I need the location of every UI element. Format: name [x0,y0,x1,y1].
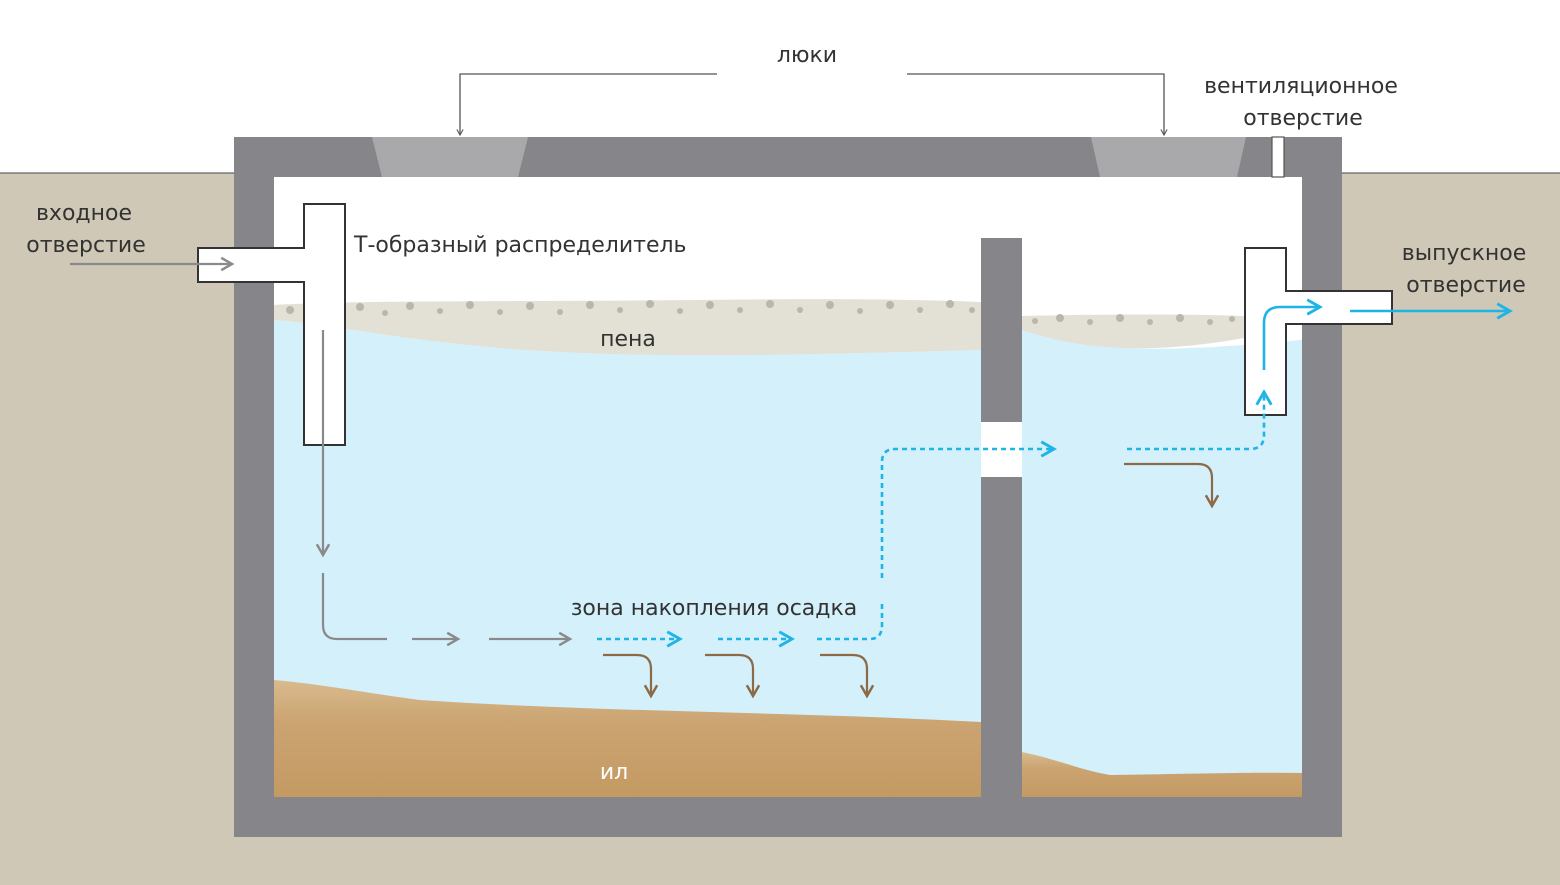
water-second-chamber [1022,330,1302,797]
vent-pipe [1271,136,1285,178]
vent-label-line2: отверстие [1243,106,1363,131]
hatches-callout-left [456,73,717,137]
settling-zone-label: зона накопления осадка [571,596,858,621]
outlet-label-line2: отверстие [1406,273,1526,298]
water-main-chamber [274,320,981,797]
baffle-wall-lower [981,477,1022,797]
bottom-flow-gray-1 [321,573,387,641]
right-hatch [1091,137,1246,177]
settle-arrow-3 [820,653,875,699]
sludge-main [274,680,981,797]
foam-label: пена [600,327,656,352]
blue-flow-to-outlet [1127,389,1273,451]
foam-bubbles [286,300,1235,325]
outlet-inner-flow [1262,298,1323,370]
inlet-t-pipe [197,203,346,446]
blue-flow-through-baffle [880,440,1057,578]
outlet-t-pipe [1244,247,1393,416]
settle-arrow-2 [705,653,761,699]
blue-flow-rise [817,600,884,641]
sludge-label: ил [600,760,628,785]
baffle-wall-upper [981,238,1022,422]
inlet-label-line2: отверстие [26,233,146,258]
left-hatch [372,137,528,177]
outlet-label-line1: выпускное [1402,241,1527,266]
foam-layer-main [274,299,981,356]
inlet-label-line1: входное [36,201,132,226]
settle-arrow-1 [603,653,659,699]
sludge-second [1022,752,1302,797]
vent-label-line1: вентиляционное [1204,74,1398,99]
hatches-callout-right [907,73,1168,137]
t-distributor-label: Т-образный распределитель [353,233,687,258]
hatches-label: люки [777,43,837,68]
foam-layer-second [1022,314,1244,349]
settle-arrow-4 [1124,462,1220,509]
